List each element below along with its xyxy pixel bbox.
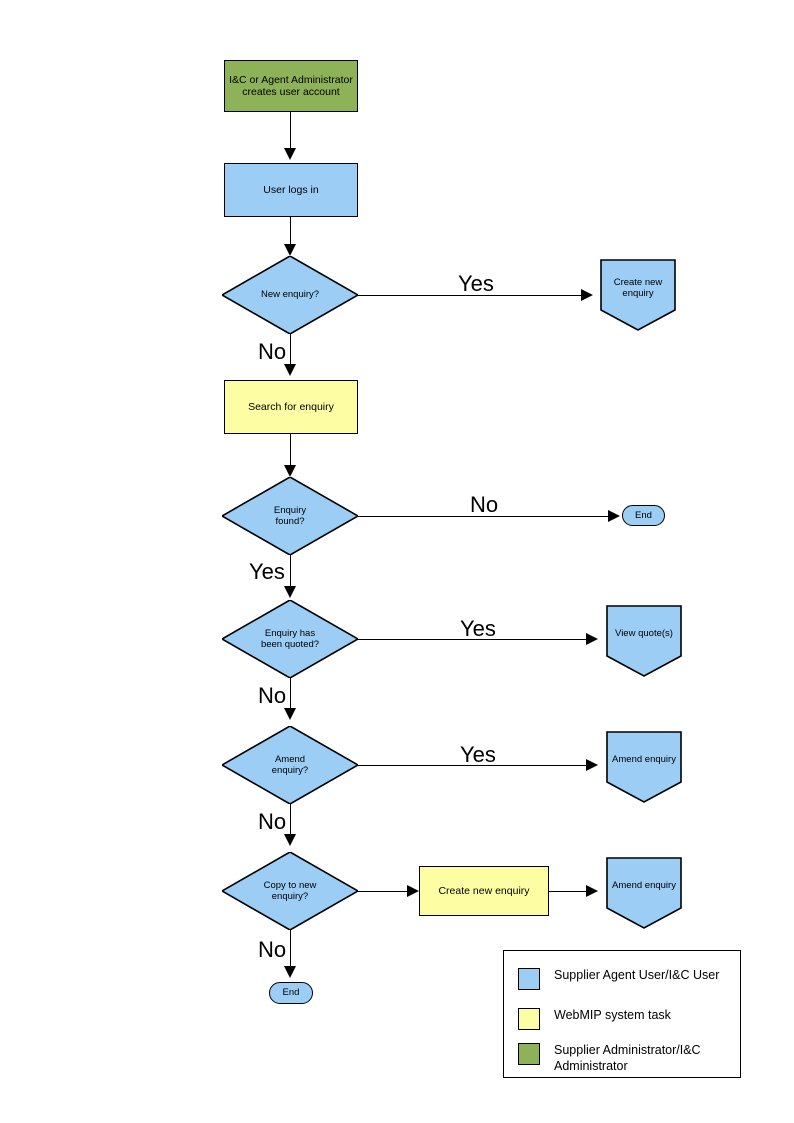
arrowhead-enquiry-found <box>284 465 296 477</box>
connector-amend-no <box>290 804 291 840</box>
arrowhead-end-final <box>284 966 296 978</box>
node-copy-to-new-decision[interactable]: Copy to new enquiry? <box>222 852 358 930</box>
node-create-new-enquiry-manual[interactable]: Create new enquiry <box>600 259 676 331</box>
node-enquiry-found-decision-label: Enquiry found? <box>273 504 307 527</box>
legend-swatch-actor-user <box>518 968 540 990</box>
arrowhead-new-enquiry <box>284 244 296 256</box>
node-create-new-enquiry-task[interactable]: Create new enquiry <box>419 866 549 916</box>
node-create-new-enquiry-manual-label: Create new enquiry <box>613 276 663 299</box>
edge-label-amend-no: No <box>258 809 287 834</box>
diamond-shape-icon <box>222 256 358 334</box>
connector-search-to-found <box>290 434 291 469</box>
diamond-shape-icon <box>222 477 358 555</box>
arrowhead-create-new-enquiry-task <box>407 885 419 897</box>
connector-create-account-to-login <box>290 112 291 150</box>
node-enquiry-quoted-decision-label: Enquiry has been quoted? <box>260 627 320 650</box>
connector-enquiry-found-yes <box>290 555 291 592</box>
arrowhead-amend-enquiry-copy <box>586 885 598 897</box>
connector-enquiry-found-no <box>358 516 608 517</box>
arrowhead-end-not-found <box>608 510 620 522</box>
connector-copy-to-create <box>358 891 407 892</box>
arrowhead-enquiry-quoted <box>284 586 296 598</box>
arrowhead-view-quotes <box>586 633 598 645</box>
legend-item-webmip-system-task: WebMIP system task <box>518 1008 671 1030</box>
legend-label-administrator: Supplier Administrator/I&C Administrator <box>554 1043 701 1073</box>
node-amend-enquiry-copy-label: Amend enquiry <box>612 880 676 892</box>
manual-operation-shape-icon <box>600 259 676 331</box>
arrowhead-login <box>284 148 296 160</box>
edge-label-amend-yes: Yes <box>460 742 496 767</box>
connector-login-to-new-enquiry <box>290 217 291 249</box>
connector-quoted-no <box>290 678 291 714</box>
arrowhead-create-new-enquiry <box>581 289 593 301</box>
diamond-shape-icon <box>222 852 358 930</box>
node-amend-enquiry-action-label: Amend enquiry <box>612 754 676 766</box>
node-amend-enquiry-decision[interactable]: Amend enquiry? <box>222 726 358 804</box>
node-create-account[interactable]: I&C or Agent Administrator creates user … <box>224 60 358 112</box>
connector-new-enquiry-no <box>290 334 291 369</box>
node-end-not-found[interactable]: End <box>622 505 665 526</box>
node-user-logs-in-label: User logs in <box>263 183 319 196</box>
diamond-shape-icon <box>222 600 358 678</box>
connector-amend-yes <box>358 765 586 766</box>
node-end-final[interactable]: End <box>269 982 313 1004</box>
node-create-new-enquiry-task-label: Create new enquiry <box>438 884 530 897</box>
diamond-shape-icon <box>222 726 358 804</box>
node-end-not-found-label: End <box>635 509 652 521</box>
manual-operation-shape-icon <box>606 857 682 929</box>
node-view-quotes[interactable]: View quote(s) <box>606 605 682 677</box>
edge-label-enquiry-found-no: No <box>470 492 499 517</box>
node-user-logs-in[interactable]: User logs in <box>224 163 358 217</box>
legend-box: Supplier Agent User/I&C User WebMIP syst… <box>503 950 741 1078</box>
connector-new-enquiry-yes <box>358 295 581 296</box>
node-amend-enquiry-action[interactable]: Amend enquiry <box>606 731 682 803</box>
arrowhead-amend-enquiry-action <box>586 759 598 771</box>
node-new-enquiry-decision[interactable]: New enquiry? <box>222 256 358 334</box>
connector-create-to-amend-copy <box>549 891 586 892</box>
connector-copy-no <box>290 930 291 969</box>
arrowhead-search-enquiry <box>284 364 296 376</box>
node-amend-enquiry-copy[interactable]: Amend enquiry <box>606 857 682 929</box>
manual-operation-shape-icon <box>606 605 682 677</box>
node-end-final-label: End <box>282 987 300 999</box>
edge-label-new-enquiry-no: No <box>258 339 287 364</box>
node-view-quotes-label: View quote(s) <box>615 628 673 640</box>
legend-item-supplier-agent-user: Supplier Agent User/I&C User <box>518 968 719 990</box>
legend-swatch-administrator <box>518 1043 540 1065</box>
edge-label-quoted-no: No <box>258 683 287 708</box>
edge-label-enquiry-found-yes: Yes <box>249 559 285 584</box>
arrowhead-copy-decision <box>284 834 296 846</box>
legend-swatch-system-task <box>518 1008 540 1030</box>
manual-operation-shape-icon <box>606 731 682 803</box>
edge-label-copy-no: No <box>258 937 287 962</box>
node-new-enquiry-decision-label: New enquiry? <box>260 289 320 301</box>
node-enquiry-quoted-decision[interactable]: Enquiry has been quoted? <box>222 600 358 678</box>
node-enquiry-found-decision[interactable]: Enquiry found? <box>222 477 358 555</box>
node-amend-enquiry-decision-label: Amend enquiry? <box>271 753 309 776</box>
node-copy-to-new-decision-label: Copy to new enquiry? <box>263 879 317 902</box>
legend-label-actor-user: Supplier Agent User/I&C User <box>554 968 720 982</box>
legend-label-system-task: WebMIP system task <box>554 1008 671 1022</box>
arrowhead-amend-decision <box>284 708 296 720</box>
edge-label-quoted-yes: Yes <box>460 616 496 641</box>
legend-item-supplier-administrator: Supplier Administrator/I&C Administrator <box>518 1043 701 1074</box>
connector-quoted-yes <box>358 639 586 640</box>
node-create-account-label: I&C or Agent Administrator creates user … <box>229 73 353 98</box>
node-search-for-enquiry[interactable]: Search for enquiry <box>224 380 358 434</box>
node-search-for-enquiry-label: Search for enquiry <box>248 400 334 413</box>
edge-label-new-enquiry-yes: Yes <box>458 271 494 296</box>
